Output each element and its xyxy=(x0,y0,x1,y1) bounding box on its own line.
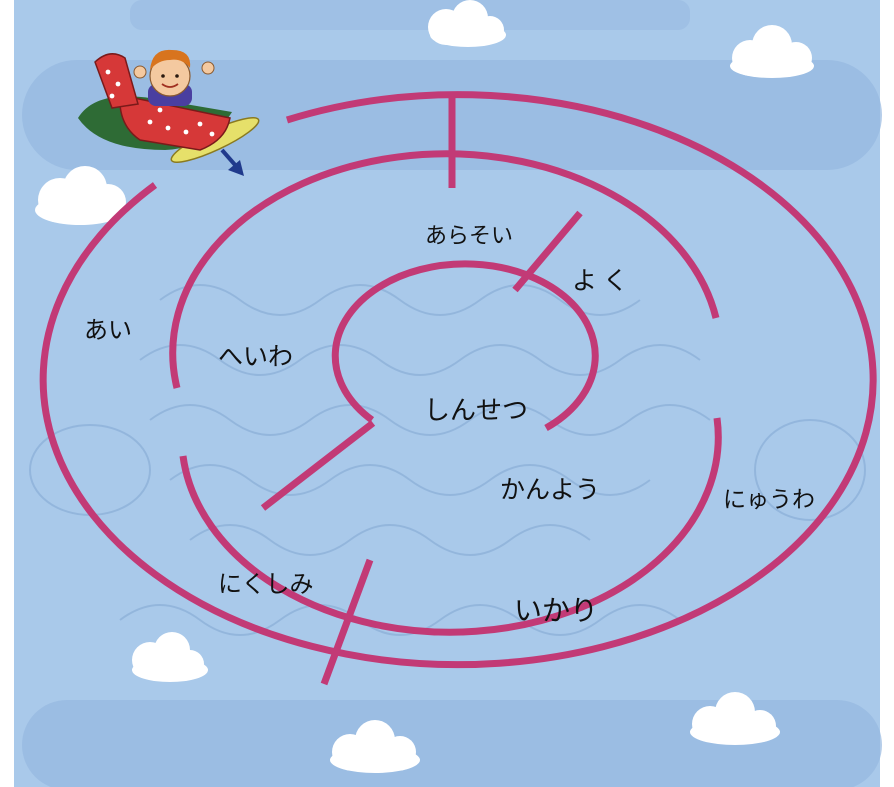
cloud xyxy=(330,720,420,773)
page-margin xyxy=(880,0,894,787)
cloud xyxy=(428,0,506,47)
maze-word-yoku[interactable]: よく xyxy=(572,266,635,295)
maze-word-nyuuwa[interactable]: にゅうわ xyxy=(723,487,815,513)
maze-wall-middle xyxy=(169,150,720,389)
maze-wall-connector xyxy=(320,558,374,686)
maze-word-arasoi[interactable]: あらそい xyxy=(425,224,514,249)
maze-word-nikushimi[interactable]: にくしみ xyxy=(218,570,314,598)
cloud xyxy=(730,25,814,78)
background-band xyxy=(22,700,882,787)
down-right-arrow-icon xyxy=(220,148,244,176)
cloud xyxy=(690,692,780,745)
maze-word-ikari[interactable]: いかり xyxy=(514,594,599,627)
airplane-pilot-icon xyxy=(78,49,260,163)
maze-wall-middle xyxy=(179,417,722,636)
cloud xyxy=(132,632,208,682)
maze-wall-connector xyxy=(260,420,376,511)
maze-word-kanyou[interactable]: かんよう xyxy=(500,475,601,504)
maze-wall-outer xyxy=(39,91,877,669)
maze-word-ai[interactable]: あい xyxy=(84,316,132,344)
background-band xyxy=(130,0,690,30)
page-margin xyxy=(0,0,14,787)
maze-wall-connector xyxy=(512,210,583,293)
cloud xyxy=(35,166,126,225)
maze-wall-inner xyxy=(331,260,599,432)
maze-word-shinsetsu[interactable]: しんせつ xyxy=(424,396,529,426)
maze-word-heiwa[interactable]: へいわ xyxy=(218,342,294,371)
